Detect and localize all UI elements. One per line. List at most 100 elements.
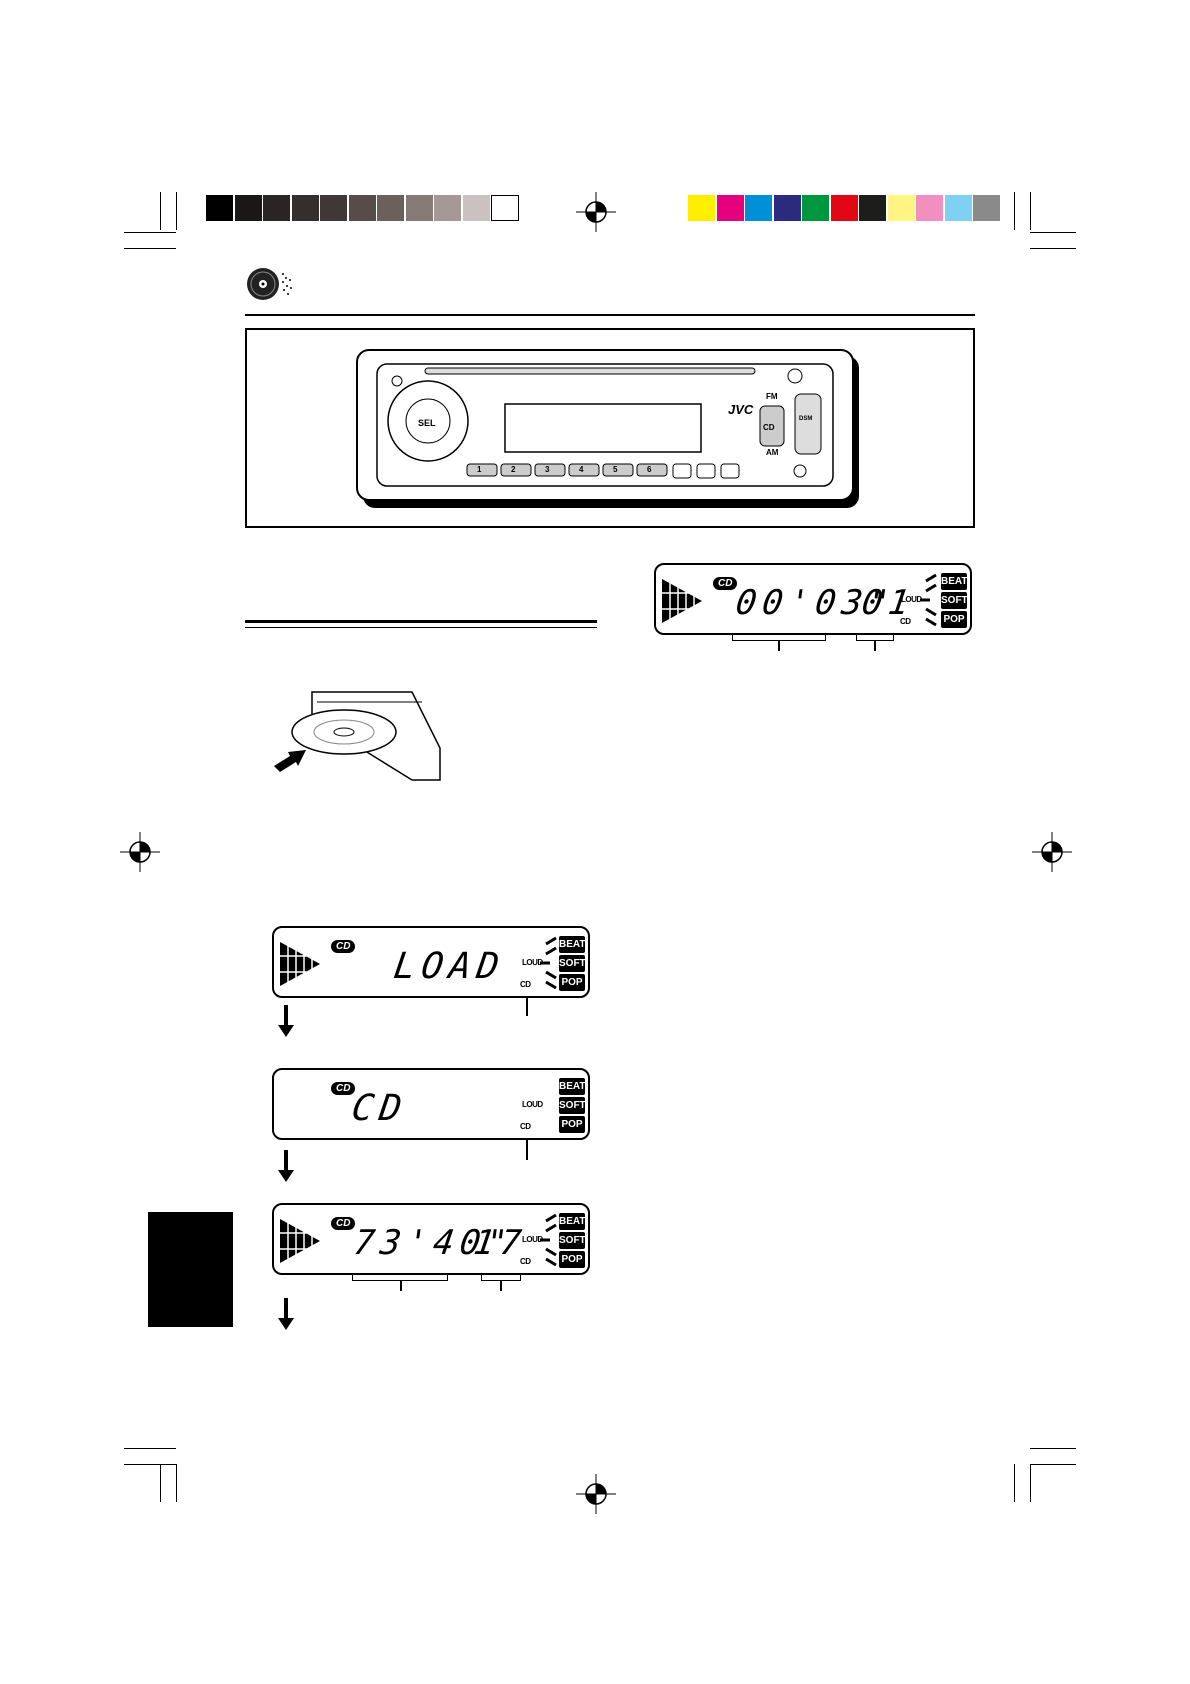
track-leader bbox=[500, 1281, 502, 1291]
section-rule-thick bbox=[245, 620, 597, 623]
crop-mark-bl-h bbox=[124, 1448, 176, 1449]
color-swatch bbox=[944, 195, 973, 221]
gray-swatch bbox=[491, 195, 519, 221]
flow-arrow-down-icon bbox=[284, 1150, 288, 1172]
registration-mark-left-icon bbox=[120, 832, 160, 872]
color-swatch bbox=[973, 195, 1001, 221]
crop-mark-tr-v bbox=[1014, 192, 1015, 230]
color-swatch bbox=[688, 195, 716, 221]
color-swatch bbox=[830, 195, 859, 221]
cd-disc-icon bbox=[247, 268, 292, 300]
level-meter-left-icon bbox=[280, 938, 320, 990]
cd-indicator: CD bbox=[713, 577, 738, 590]
crop-mark-bl-v2 bbox=[176, 1464, 177, 1502]
mode-pop: POP bbox=[559, 1251, 585, 1268]
color-swatch bbox=[773, 195, 802, 221]
color-swatch bbox=[745, 195, 773, 221]
gray-swatch bbox=[234, 195, 263, 221]
time-leader bbox=[778, 641, 780, 651]
preset-button-4: 4 bbox=[579, 465, 584, 474]
cd-indicator: CD bbox=[331, 1082, 356, 1095]
level-meter-left-icon bbox=[662, 575, 702, 627]
level-meter-left-icon bbox=[280, 1215, 320, 1267]
status-message: LOAD bbox=[391, 946, 508, 987]
cd-indicator: CD bbox=[331, 940, 356, 953]
color-swatch bbox=[716, 195, 745, 221]
mode-beat: BEAT bbox=[559, 936, 585, 953]
crop-mark-tl-h2 bbox=[124, 248, 176, 249]
level-meter-right-icon bbox=[920, 573, 937, 627]
mode-soft: SOFT bbox=[559, 955, 586, 972]
crop-mark-tr-v2 bbox=[1030, 192, 1031, 230]
disc-insert-illustration bbox=[274, 691, 441, 781]
source-message: CD bbox=[349, 1088, 411, 1129]
preset-button-1: 1 bbox=[477, 465, 482, 474]
disc-indicator: CD bbox=[900, 617, 911, 626]
disc-indicator: CD bbox=[520, 1122, 531, 1131]
color-swatch bbox=[802, 195, 830, 221]
fm-label: FM bbox=[766, 392, 778, 401]
flow-arrow-head-icon bbox=[278, 1170, 294, 1182]
loud-indicator: LOUD bbox=[901, 595, 922, 604]
mode-beat: BEAT bbox=[559, 1213, 585, 1230]
preset-button-2: 2 bbox=[511, 465, 516, 474]
time-bracket bbox=[352, 1273, 448, 1281]
cd-indicator: CD bbox=[331, 1217, 356, 1230]
gray-swatch bbox=[405, 195, 434, 221]
preset-button-6: 6 bbox=[647, 465, 652, 474]
section-rule-thin bbox=[245, 627, 597, 628]
mode-soft: SOFT bbox=[559, 1097, 586, 1114]
preset-button-3: 3 bbox=[545, 465, 550, 474]
crop-mark-bl-v bbox=[160, 1464, 161, 1502]
lcd-display-total: CD 73'40" 17 LOUD CD BEAT SOFT POP bbox=[272, 1203, 590, 1275]
gray-swatch bbox=[462, 195, 491, 221]
time-bracket bbox=[732, 633, 826, 641]
loud-indicator: LOUD bbox=[522, 958, 543, 967]
disc-indicator: CD bbox=[520, 980, 531, 989]
am-label: AM bbox=[766, 448, 779, 457]
preset-button-5: 5 bbox=[613, 465, 618, 474]
lcd-display-load: CD LOAD LOUD CD BEAT SOFT POP bbox=[272, 926, 590, 998]
flow-arrow-head-icon bbox=[278, 1318, 294, 1330]
mode-soft: SOFT bbox=[559, 1232, 586, 1249]
flow-arrow-down-icon bbox=[284, 1298, 288, 1320]
gray-swatch bbox=[263, 195, 291, 221]
crop-mark-br-v bbox=[1014, 1464, 1015, 1502]
registration-mark-top-icon bbox=[576, 192, 616, 232]
crop-mark-bl-h2 bbox=[124, 1464, 176, 1465]
flow-arrow-down-icon bbox=[284, 1005, 288, 1027]
crop-mark-br-h2 bbox=[1030, 1464, 1076, 1465]
registration-mark-right-icon bbox=[1032, 832, 1072, 872]
lcd-display-playback-start: CD 00'03" 01 LOUD CD BEAT SOFT POP bbox=[654, 563, 972, 635]
crop-mark-tl-v2 bbox=[176, 192, 177, 230]
disc-indicator: CD bbox=[520, 1257, 531, 1266]
crop-mark-tr-h2 bbox=[1030, 248, 1076, 249]
gray-swatch bbox=[291, 195, 320, 221]
sel-label: SEL bbox=[418, 418, 436, 428]
level-meter-right-icon bbox=[540, 936, 557, 990]
header-rule bbox=[245, 314, 975, 316]
crop-mark-br-v2 bbox=[1030, 1464, 1031, 1502]
loud-indicator: LOUD bbox=[522, 1100, 543, 1109]
dsm-label: DSM bbox=[799, 416, 813, 422]
mode-soft: SOFT bbox=[941, 592, 968, 609]
registration-mark-bottom-icon bbox=[576, 1474, 616, 1514]
brand-logo: JVC bbox=[728, 402, 754, 417]
crop-mark-br-h bbox=[1030, 1448, 1076, 1449]
disc-indicator-leader bbox=[526, 1138, 528, 1160]
car-stereo-faceplate-illustration bbox=[356, 349, 859, 508]
mode-beat: BEAT bbox=[559, 1078, 585, 1095]
color-swatch bbox=[859, 195, 887, 221]
crop-mark-tr-h bbox=[1030, 232, 1076, 233]
time-leader bbox=[400, 1281, 402, 1291]
mode-pop: POP bbox=[559, 974, 585, 991]
gray-swatch bbox=[320, 195, 348, 221]
lcd-display-cd: CD CD LOUD CD BEAT SOFT POP bbox=[272, 1068, 590, 1140]
faceplate-figure-frame bbox=[245, 328, 975, 528]
language-side-tab bbox=[148, 1212, 233, 1327]
track-leader bbox=[874, 641, 876, 651]
color-swatch bbox=[887, 195, 916, 221]
crop-mark-tl-h bbox=[124, 232, 176, 233]
gray-swatch bbox=[348, 195, 377, 221]
mode-pop: POP bbox=[941, 611, 967, 628]
